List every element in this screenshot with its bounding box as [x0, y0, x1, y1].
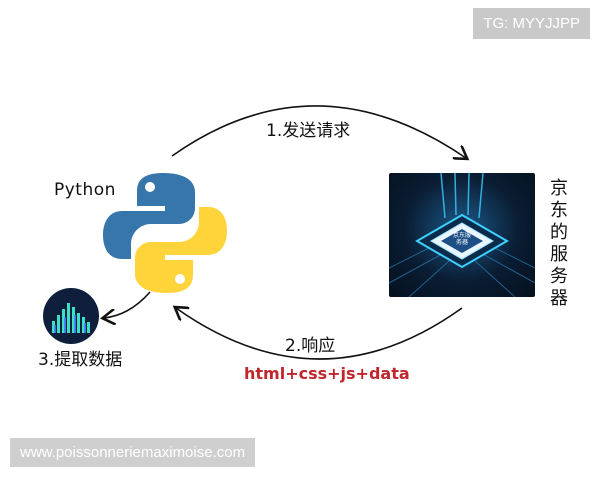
extract-arrow [104, 291, 151, 318]
server-label: 京东的服务器 [550, 178, 568, 309]
step1-request-label: 1.发送请求 [266, 121, 351, 141]
telegram-badge: TG: MYYJJPP [473, 8, 590, 39]
python-logo-icon [103, 173, 227, 293]
watermark-url: www.poissonneriemaximoise.com [10, 438, 256, 467]
chip-text: 京东服务器 [452, 232, 471, 246]
step2-response-label: 2.响应 [285, 336, 336, 356]
server-chip-icon [389, 173, 535, 297]
python-label: Python [54, 180, 116, 200]
data-chart-icon [42, 287, 100, 345]
response-arrow [176, 308, 463, 360]
response-content-label: html+css+js+data [244, 364, 410, 383]
step3-extract-label: 3.提取数据 [38, 350, 123, 370]
request-arrow [171, 105, 466, 158]
